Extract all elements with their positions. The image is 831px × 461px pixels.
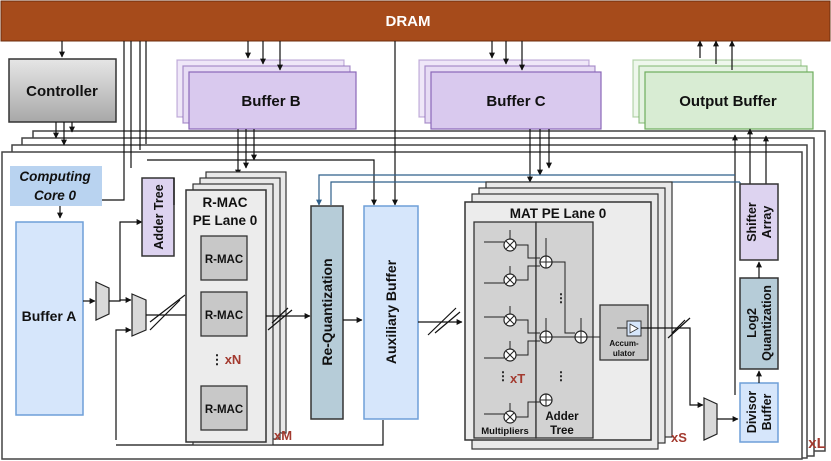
buffer-c-label: Buffer C xyxy=(486,93,545,110)
rmac-lane-line1: R-MAC xyxy=(203,195,248,210)
dram-label: DRAM xyxy=(386,13,431,30)
mult-dots-1: ⋮ xyxy=(497,369,509,383)
auxiliary-buffer-block: Auxiliary Buffer xyxy=(363,205,419,420)
rmac-dots: ⋮ xyxy=(211,352,224,367)
rmac-out-links xyxy=(147,159,377,331)
buffer-a-label: Buffer A xyxy=(22,308,77,324)
accumulator-label-2: ulator xyxy=(613,349,635,358)
rmac-unit-3-label: R-MAC xyxy=(205,404,243,416)
auxiliary-buffer-label: Auxiliary Buffer xyxy=(383,259,399,364)
rmac-unit-3 xyxy=(200,385,248,431)
shifter-label-1: Shifter xyxy=(745,202,759,242)
shifter-label-2: Array xyxy=(760,206,774,239)
mult-dots-2: ⋮ xyxy=(555,291,567,305)
buffer-a-block: Buffer A xyxy=(15,221,84,416)
lane-repeat-label: xM xyxy=(274,428,292,443)
rmac-count-label: xN xyxy=(225,352,242,367)
multipliers-label: Multipliers xyxy=(481,426,529,437)
mux-shapes xyxy=(95,281,718,441)
computing-core-line2: Core 0 xyxy=(34,188,77,203)
output-buffer-label: Output Buffer xyxy=(679,93,777,110)
buffer-b-stack: Buffer B xyxy=(176,59,357,130)
divisor-label-2: Buffer xyxy=(760,393,774,430)
log2-quantization-block: Log2 Quantization xyxy=(739,277,779,370)
core-repeat-label: xL xyxy=(808,435,826,452)
mult-dots-3: ⋮ xyxy=(555,369,567,383)
mat-count-label: xT xyxy=(510,371,525,386)
buffer-a-links xyxy=(83,219,384,446)
rmac-unit-1-label: R-MAC xyxy=(205,254,243,266)
shifter-array-block: Shifter Array xyxy=(739,183,779,261)
adder-tree-left-label: Adder Tree xyxy=(152,184,166,249)
requantization-block: Re-Quantization xyxy=(310,205,344,420)
dram-links xyxy=(53,40,769,395)
rmac-lane-line2: PE Lane 0 xyxy=(193,213,258,228)
adder-tree-left-block: Adder Tree xyxy=(141,177,175,257)
mat-repeat-label: xS xyxy=(671,430,687,445)
requantization-label: Re-Quantization xyxy=(319,258,335,365)
divisor-label-1: Divisor xyxy=(745,391,759,434)
accumulator-block: Accum- ulator xyxy=(599,304,649,361)
rmac-units: R-MAC R-MAC R-MAC xyxy=(200,235,248,431)
mat-lane-label: MAT PE Lane 0 xyxy=(510,206,607,221)
output-buffer-stack: Output Buffer xyxy=(632,59,814,130)
controller-label: Controller xyxy=(26,83,98,100)
computing-core-label: Computing Core 0 xyxy=(10,166,102,206)
adder-tree-label-2: Tree xyxy=(550,425,574,437)
rmac-unit-2 xyxy=(200,291,248,337)
dram-block: DRAM xyxy=(0,0,831,42)
mat-internal-links xyxy=(484,230,605,418)
multipliers-column: Multipliers xyxy=(473,221,537,439)
rmac-unit-1 xyxy=(200,235,248,281)
adder-tree-label-1: Adder xyxy=(545,411,579,423)
rmac-unit-2-label: R-MAC xyxy=(205,310,243,322)
log2-label-1: Log2 xyxy=(745,308,759,338)
buffer-c-stack: Buffer C xyxy=(418,59,602,130)
divisor-buffer-block: Divisor Buffer xyxy=(739,382,779,443)
computing-core-line1: Computing xyxy=(19,169,91,184)
accumulator-label-1: Accum- xyxy=(609,339,639,348)
controller-block: Controller xyxy=(8,58,117,123)
log2-label-2: Quantization xyxy=(760,285,774,361)
mat-out-links xyxy=(641,317,739,422)
buffer-b-label: Buffer B xyxy=(241,93,300,110)
